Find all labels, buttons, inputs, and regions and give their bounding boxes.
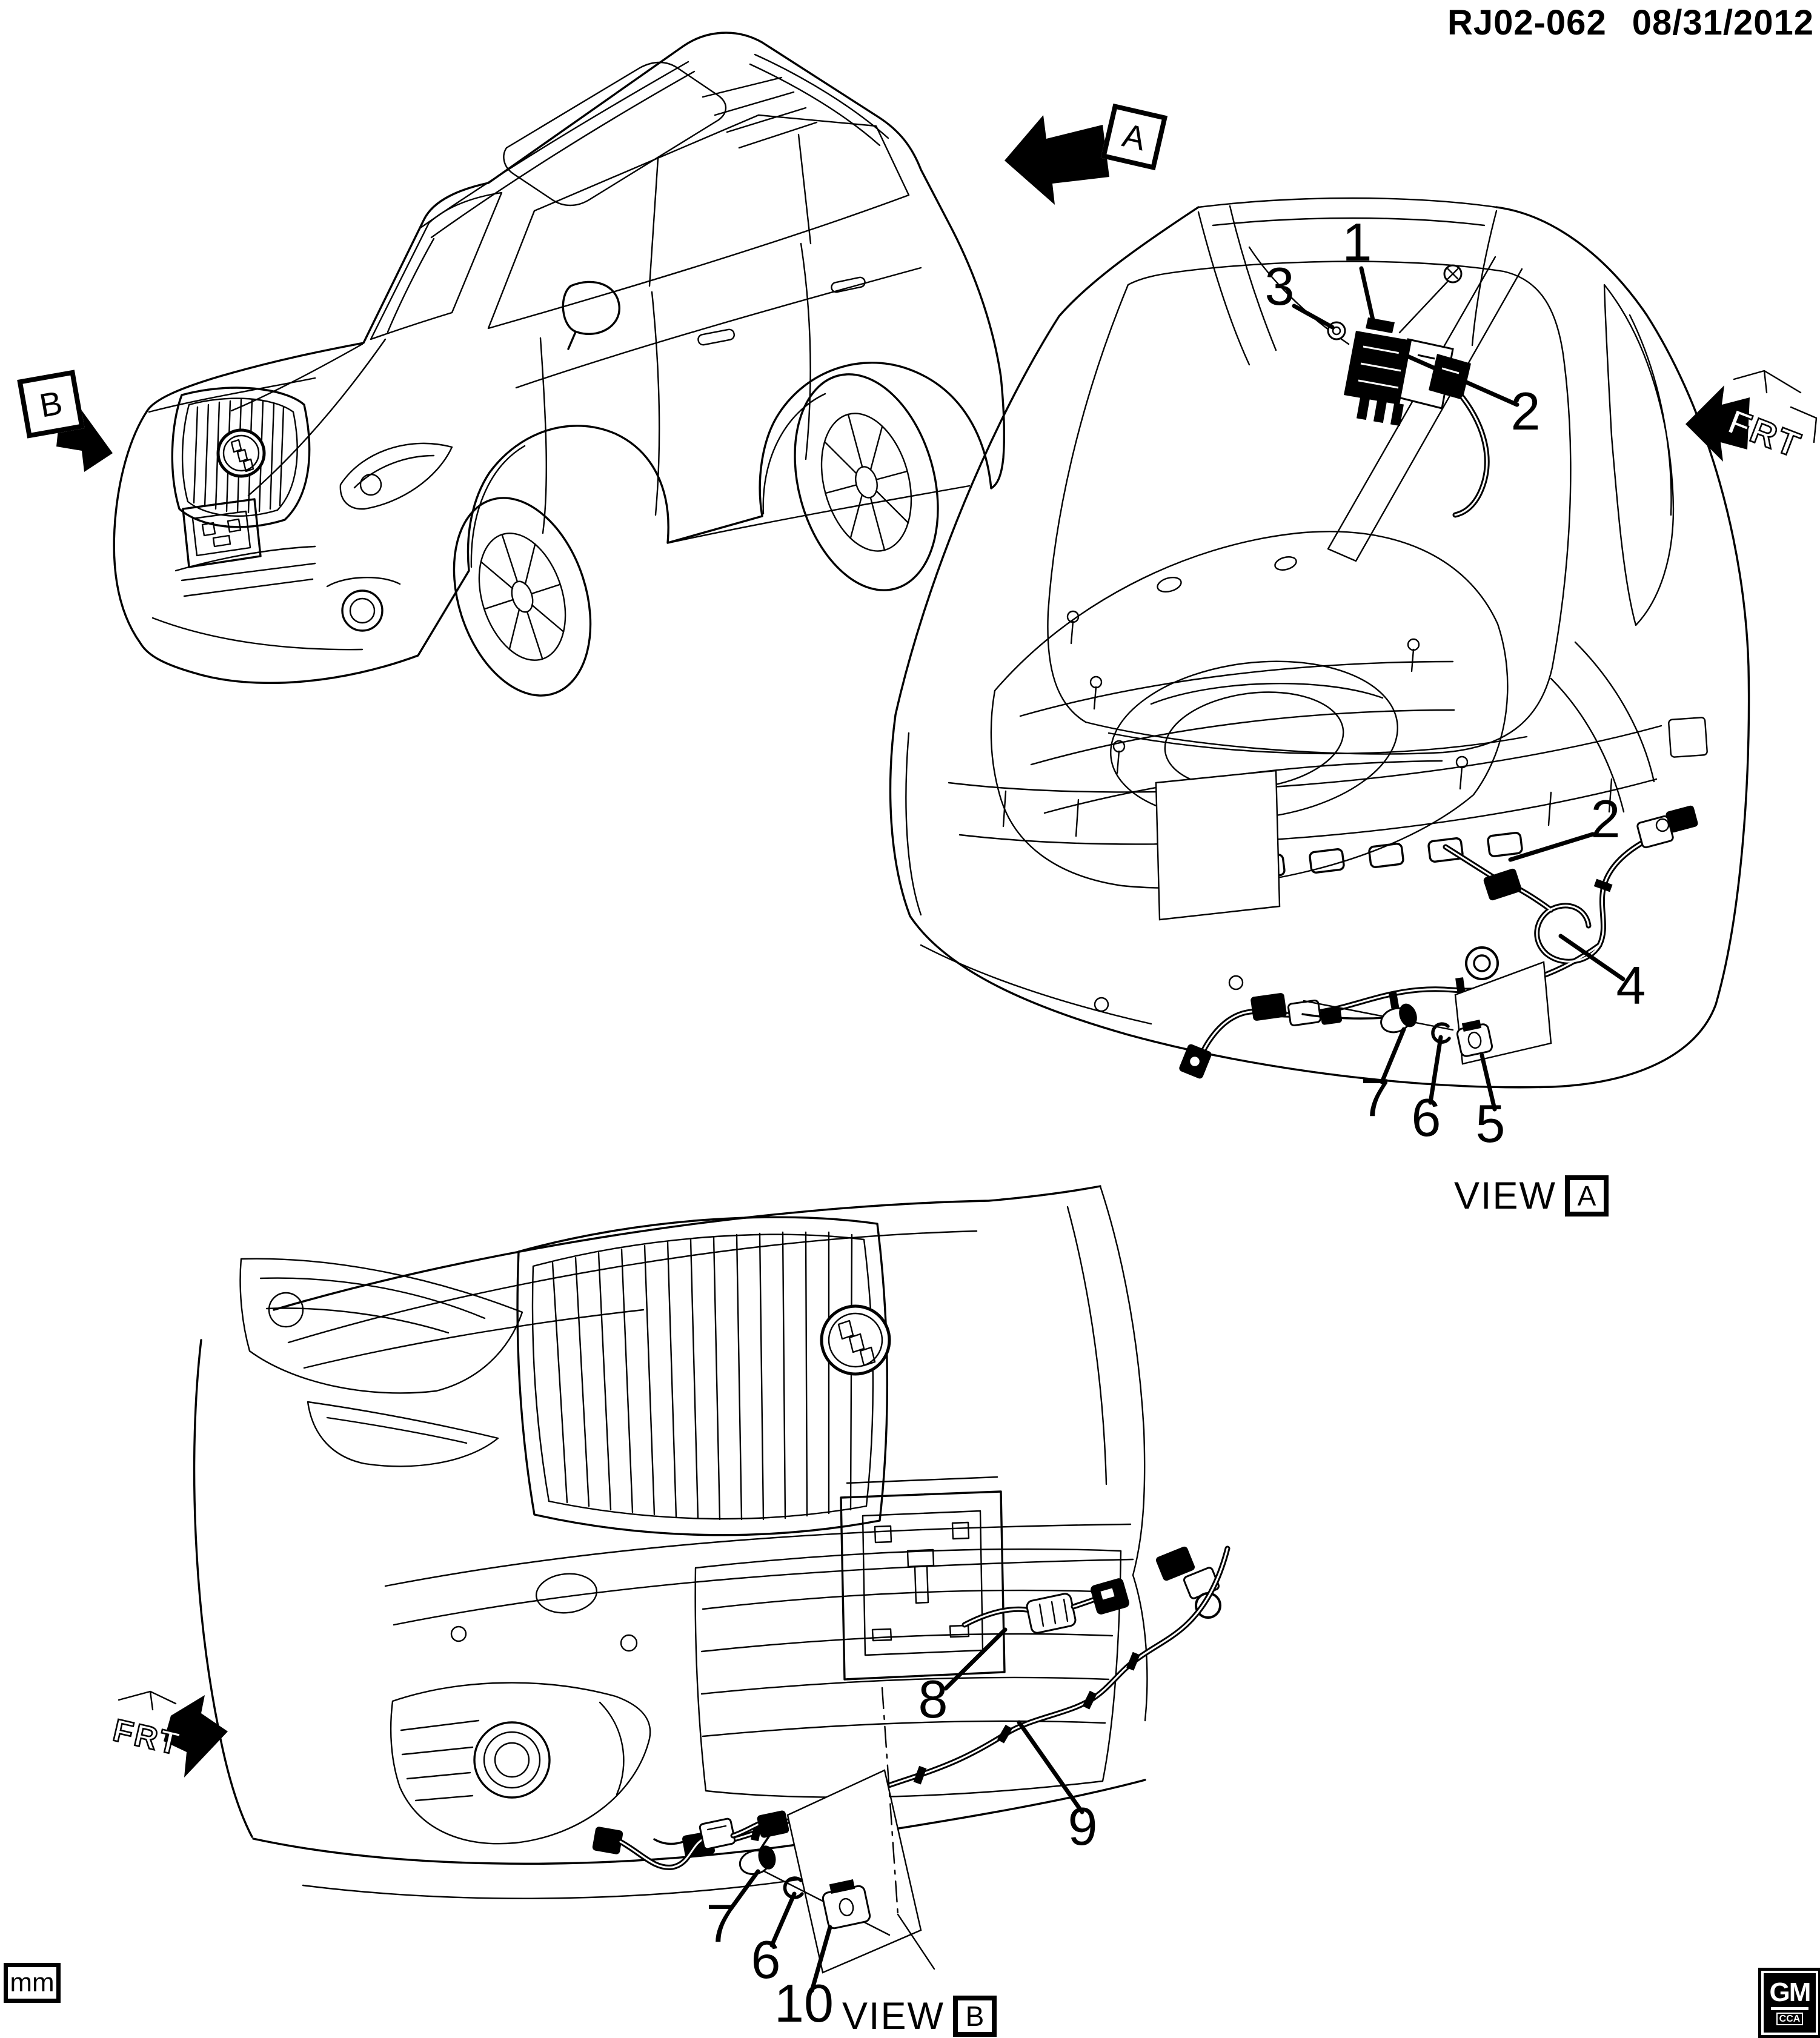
- view-b-box: B: [953, 1996, 997, 2037]
- callout-rear-sensor: 7: [1360, 1067, 1390, 1127]
- callout-front-jumper: 8: [918, 1669, 948, 1729]
- frt-direction-icon-rear: FRT: [1685, 370, 1818, 466]
- section-letter-b: B: [36, 383, 65, 425]
- section-arrow-b-label: B: [17, 370, 85, 439]
- frt-arrow-front: [164, 1695, 228, 1777]
- callout-front-harness: 9: [1068, 1796, 1098, 1856]
- frt-label-rear: FRT: [1722, 402, 1807, 465]
- callout-front-clip: 10: [774, 1973, 834, 2033]
- section-arrow-b-icon: [56, 396, 113, 472]
- rear-view-drawing: FRT: [889, 197, 1818, 1089]
- sunroof: [503, 61, 727, 207]
- view-a-word: VIEW: [1454, 1175, 1557, 1217]
- gm-logo-subtext: CCA: [1776, 2012, 1804, 2026]
- callout-front-sensor: 7: [706, 1893, 736, 1953]
- blank-panel: [1155, 769, 1281, 921]
- callout-rear-module: 1: [1342, 212, 1372, 272]
- callout-rear-harness: 2: [1590, 789, 1621, 849]
- vehicle-overview-drawing: [113, 32, 1006, 697]
- view-a-letter: A: [1577, 1180, 1596, 1212]
- front-mounting-panel: [786, 1769, 922, 1974]
- callout-rear-harness-branch: 4: [1616, 955, 1646, 1015]
- side-mirror: [562, 280, 620, 350]
- rear-body-outline: [889, 206, 1750, 1089]
- view-b-word: VIEW: [842, 1995, 945, 2037]
- tow-hook-cap: [535, 1573, 598, 1614]
- frt-direction-icon-front: FRT: [109, 1690, 228, 1777]
- callout-rear-bolt: 3: [1264, 256, 1295, 316]
- units-box: mm: [4, 1963, 61, 2003]
- part-1-module-assembly: [1327, 264, 1490, 518]
- section-letter-a: A: [1119, 116, 1149, 158]
- buick-emblem-front: [820, 1304, 891, 1376]
- harness-grommet: [1465, 946, 1499, 980]
- license-plate-front: [840, 1476, 1006, 1681]
- harness-branch-connector: [1483, 868, 1522, 901]
- front-grille: [516, 1216, 891, 1536]
- door-handle: [831, 276, 866, 293]
- part-1-module: [1344, 331, 1412, 405]
- section-arrow-a-icon: [1005, 115, 1109, 205]
- lower-grille: [694, 1548, 1122, 1798]
- door-handle: [697, 328, 735, 346]
- view-a-label: VIEW A: [1454, 1174, 1609, 1218]
- gm-logo-underline: [1771, 2006, 1808, 2010]
- led-garnish: [307, 1401, 499, 1467]
- roof-rail: [419, 53, 889, 239]
- gm-logo: GM CCA: [1758, 1968, 1820, 2038]
- view-b-label: VIEW B: [842, 1994, 997, 2038]
- taillamp: [1603, 284, 1675, 626]
- callout-rear-connector: 2: [1510, 381, 1541, 441]
- part-5-clip: [1456, 1020, 1493, 1057]
- suv-grille: [171, 387, 311, 528]
- floor-studs: [1066, 610, 1469, 790]
- document-date: 08/31/2012: [1632, 3, 1814, 42]
- part-10-clip: [822, 1879, 871, 1930]
- suv-front-wheel: [453, 497, 592, 697]
- headlamp: [339, 442, 453, 510]
- front-sensor-parts: [592, 1687, 935, 1974]
- leader-lines: [728, 266, 1626, 1993]
- front-fog-lamp: [390, 1682, 651, 1845]
- gm-logo-brand: GM: [1769, 1977, 1812, 2007]
- frt-arrow-rear: [1685, 385, 1750, 462]
- part-6-grommet-front: [783, 1876, 804, 1899]
- buick-emblem: [216, 428, 266, 478]
- units-label: mm: [10, 1968, 55, 1997]
- document-number: RJ02-062: [1447, 3, 1607, 42]
- ferrite: [1026, 1593, 1077, 1634]
- suv-rear-wheel: [794, 373, 939, 591]
- part-8-jumper-harness: [961, 1578, 1129, 1634]
- suv-fog-lamp: [341, 589, 384, 632]
- front-view-drawing: FRT: [109, 1185, 1230, 1974]
- rear-sensor-parts: [1301, 961, 1552, 1065]
- document-reference: RJ02-062 08/31/2012: [1447, 2, 1814, 43]
- liftgate-opening: [1047, 261, 1572, 755]
- front-license-plate: [182, 498, 262, 568]
- windshield: [370, 191, 503, 340]
- floor-pan: [990, 531, 1509, 889]
- view-a-box: A: [1565, 1175, 1609, 1216]
- front-headlamp: [239, 1258, 523, 1394]
- side-windows: [487, 114, 910, 330]
- callout-rear-clip: 5: [1475, 1094, 1506, 1153]
- callout-rear-grommet: 6: [1411, 1087, 1441, 1147]
- callout-front-grommet: 6: [751, 1930, 781, 1990]
- suv-body-outline: [113, 32, 1006, 684]
- part-6-grommet: [1431, 1022, 1451, 1044]
- view-b-letter: B: [965, 2000, 985, 2032]
